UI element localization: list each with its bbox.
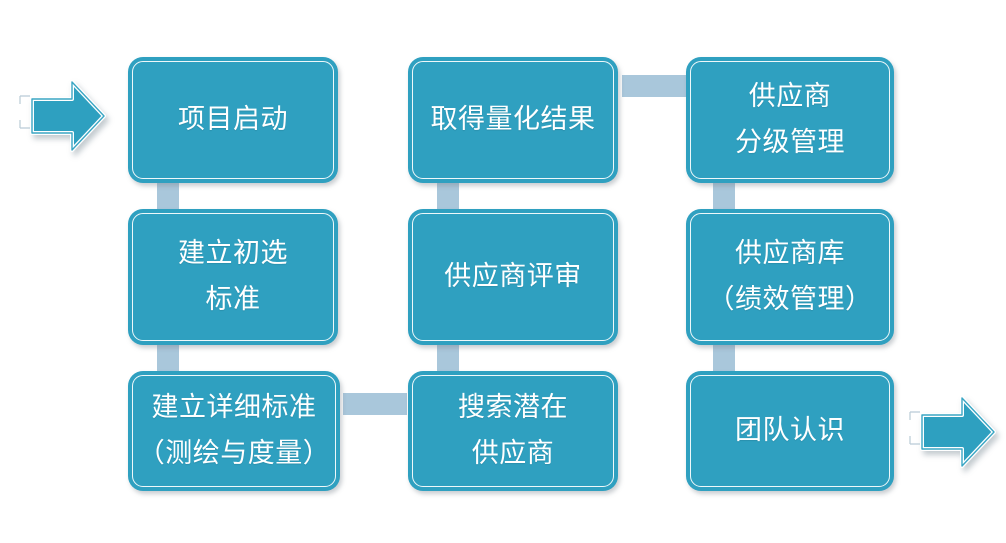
entry-arrow — [14, 77, 106, 155]
node-label: 供应商 分级管理 — [735, 81, 845, 157]
node-establish-preliminary-criteria[interactable]: 建立初选 标准 — [128, 209, 338, 345]
connector-n8-n9 — [713, 345, 735, 371]
connector-n6-n5 — [437, 345, 459, 371]
node-label: 供应商库 （绩效管理） — [707, 238, 873, 314]
node-supplier-database[interactable]: 供应商库 （绩效管理） — [686, 209, 894, 345]
connector-n1-n2 — [157, 183, 179, 209]
node-label: 建立初选 标准 — [178, 238, 288, 314]
connector-n5-n4 — [437, 183, 459, 209]
node-label: 项目启动 — [178, 104, 288, 135]
node-label: 搜索潜在 供应商 — [458, 392, 568, 468]
connector-n7-n8 — [713, 183, 735, 209]
node-label: 取得量化结果 — [430, 104, 596, 135]
exit-arrow-tail-ticks — [909, 411, 920, 445]
node-label: 建立详细标准 （测绘与度量） — [137, 392, 331, 468]
connector-n4-n7 — [622, 75, 686, 97]
node-establish-detailed-criteria[interactable]: 建立详细标准 （测绘与度量） — [128, 371, 340, 491]
node-label: 团队认识 — [735, 415, 845, 446]
node-supplier-tier-management[interactable]: 供应商 分级管理 — [686, 57, 894, 183]
node-project-kickoff[interactable]: 项目启动 — [128, 57, 338, 183]
node-obtain-quantified-results[interactable]: 取得量化结果 — [408, 57, 618, 183]
connector-n2-n3 — [157, 345, 179, 371]
entry-arrow-tail-ticks — [19, 95, 30, 129]
connector-n3-n6 — [343, 393, 407, 415]
entry-arrow-body — [30, 80, 106, 152]
node-team-recognition[interactable]: 团队认识 — [686, 371, 894, 491]
node-label: 供应商评审 — [444, 261, 582, 292]
exit-arrow-body — [920, 396, 996, 468]
exit-arrow — [904, 393, 996, 471]
node-supplier-review[interactable]: 供应商评审 — [408, 209, 618, 345]
node-search-potential-suppliers[interactable]: 搜索潜在 供应商 — [408, 371, 618, 491]
